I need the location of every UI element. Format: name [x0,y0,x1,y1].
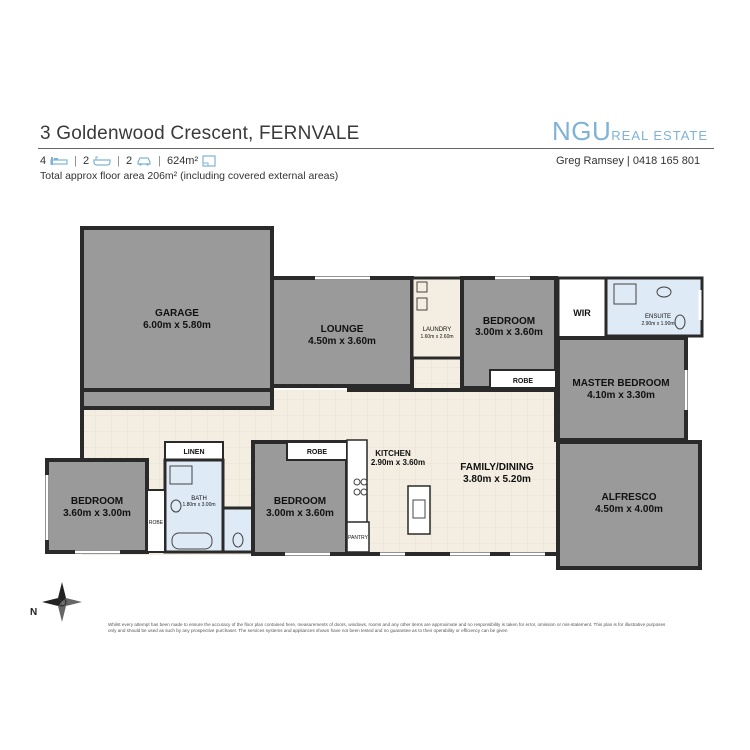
wc-room [221,506,255,554]
bath-room [163,458,225,554]
stat-separator: | [117,155,120,167]
brand-logo: NGUREAL ESTATE [552,116,708,147]
compass-north-label: N [30,607,37,618]
ensuite-label: ENSUITE [645,314,671,320]
robe-mid-label: ROBE [307,449,328,456]
car-icon [137,157,151,166]
lounge-dims: 4.50m x 3.60m [308,336,376,347]
bed-icon [50,157,68,165]
pantry-label: PANTRY [348,535,368,541]
bathroom-count: 2 [82,155,90,167]
stat-separator: | [74,155,77,167]
windows [45,276,702,556]
master-label: MASTER BEDROOM [572,378,669,389]
linen-label: LINEN [184,449,205,456]
floor-area-text: Total approx floor area 206m² (including… [40,170,339,182]
compass [42,582,82,622]
bedroom-count: 4 [40,155,47,167]
bedroom-top-dims: 3.00m x 3.60m [475,327,543,338]
kitchen-dims: 2.90m x 3.60m [371,458,425,467]
robe-top-label: ROBE [513,378,534,385]
fixtures [169,281,686,550]
laundry-label: LAUNDRY [423,327,452,333]
bath-label: BATH [191,496,207,502]
wir-room [556,276,608,340]
property-stats: 4 | 2 | 2 | 624m² [40,155,216,167]
car-count: 2 [125,155,133,167]
header-divider [38,148,714,149]
bedroom-left-label: BEDROOM [71,496,123,507]
land-icon [202,155,216,167]
garage-dims: 6.00m x 5.80m [143,320,211,331]
disclaimer-text: Whilst every attempt has been made to en… [108,622,666,633]
agent-contact: Greg Ramsey | 0418 165 801 [556,155,701,167]
garage-room [80,226,274,410]
lounge-label: LOUNGE [321,324,364,335]
kitchen-label: KITCHEN [375,449,411,458]
ensuite-dims: 2.90m x 1.90m [641,321,674,327]
family-dims: 3.80m x 5.20m [463,474,531,485]
kitchen-island [407,485,431,535]
laundry-dims: 1.60m x 2.60m [420,334,453,340]
alfresco-dims: 4.50m x 4.00m [595,504,663,515]
bath-icon [93,156,111,166]
brand-sub: REAL ESTATE [611,128,709,143]
robe-left-label: ROBE [149,520,164,526]
master-dims: 4.10m x 3.30m [587,390,655,401]
ensuite-room [604,276,704,338]
wir-label: WIR [573,308,591,318]
laundry-room [410,276,464,360]
bedroom-mid-dims: 3.00m x 3.60m [266,508,334,519]
alfresco-room [556,440,702,570]
bedroom-mid-label: BEDROOM [274,496,326,507]
bedroom-left-dims: 3.60m x 3.00m [63,508,131,519]
land-size: 624m² [166,155,199,167]
master-bedroom-room [556,336,688,442]
stat-separator: | [158,155,161,167]
bath-dims: 1.80m x 3.00m [182,502,215,508]
alfresco-label: ALFRESCO [602,492,657,503]
robe-left-area [146,489,166,553]
garage-label: GARAGE [155,308,199,319]
property-address: 3 Goldenwood Crescent, FERNVALE [40,123,360,144]
family-label: FAMILY/DINING [460,462,534,473]
bedroom-top-label: BEDROOM [483,316,535,327]
brand-main: NGU [552,116,612,146]
